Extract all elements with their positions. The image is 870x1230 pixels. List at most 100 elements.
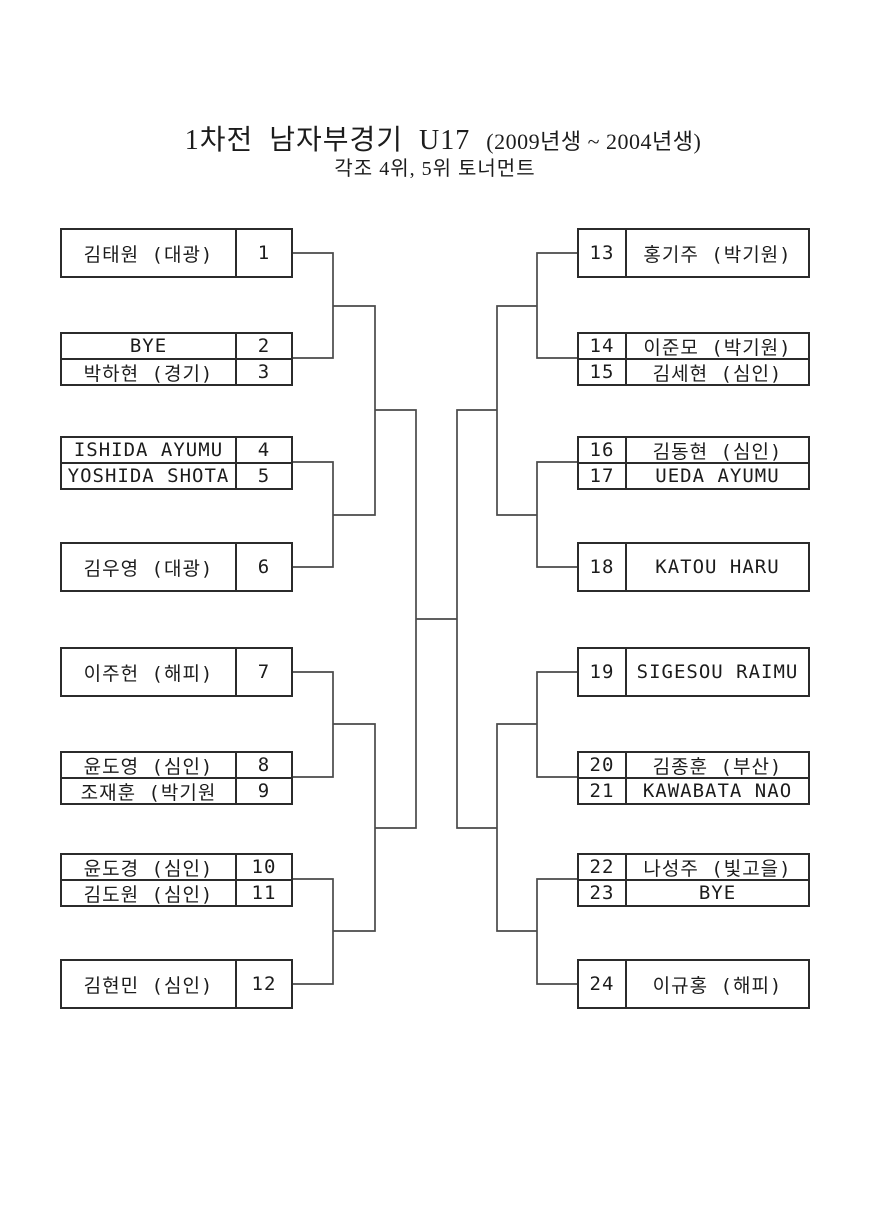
connector-right-semifinal	[456, 409, 497, 829]
seed-number: 9	[235, 779, 291, 803]
player-name: YOSHIDA SHOTA	[67, 465, 230, 487]
seed-number: 10	[235, 855, 291, 879]
bracket-box-seed-24: 24 이규홍 (해피)	[577, 959, 810, 1009]
seed-number: 11	[235, 881, 291, 905]
bracket-entry: 김우영 (대광) 6	[62, 544, 291, 590]
page-title: 1차전 남자부경기 U17 (2009년생 ~ 2004년생)	[0, 100, 870, 176]
connector-left-match-4	[293, 878, 334, 985]
connector-right-quarter-2	[496, 723, 537, 932]
bracket-entry: 22 나성주 (빛고을)	[579, 855, 808, 879]
bracket-entry: 16 김동현 (심인)	[579, 438, 808, 462]
player-name: 김우영 (대광)	[83, 557, 214, 580]
player-name: SIGESOU RAIMU	[636, 661, 799, 683]
connector-right-quarter-1	[496, 305, 537, 516]
connector-right-match-3	[536, 671, 577, 778]
bracket-entry: 20 김종훈 (부산)	[579, 753, 808, 777]
seed-number: 2	[235, 334, 291, 358]
player-name: 김도원 (심인)	[83, 883, 214, 906]
player-name: BYE	[698, 882, 737, 904]
bracket-entry: 13 홍기주 (박기원)	[579, 230, 808, 276]
bracket-box-seeds-16-17: 16 김동현 (심인) 17 UEDA AYUMU	[577, 436, 810, 490]
connector-right-match-4	[536, 878, 577, 985]
bracket-entry: 24 이규홍 (해피)	[579, 961, 808, 1007]
seed-number: 5	[235, 464, 291, 488]
seed-number: 8	[235, 753, 291, 777]
connector-left-match-2	[293, 461, 334, 568]
player-name: 윤도영 (심인)	[83, 755, 214, 778]
player-name: 조재훈 (박기원	[80, 781, 217, 804]
seed-number: 13	[579, 230, 627, 276]
title-birth-range: (2009년생 ~ 2004년생)	[486, 129, 702, 154]
connector-left-quarter-2	[333, 723, 376, 932]
bracket-entry: 박하현 (경기) 3	[62, 358, 291, 384]
player-name: KAWABATA NAO	[642, 780, 793, 802]
player-name: 윤도경 (심인)	[83, 857, 214, 880]
bracket-entry: 14 이준모 (박기원)	[579, 334, 808, 358]
bracket-box-seeds-22-23: 22 나성주 (빛고을) 23 BYE	[577, 853, 810, 907]
bracket-box-seeds-14-15: 14 이준모 (박기원) 15 김세현 (심인)	[577, 332, 810, 386]
bracket-box-seeds-2-3: BYE 2 박하현 (경기) 3	[60, 332, 293, 386]
bracket-entry: 김태원 (대광) 1	[62, 230, 291, 276]
bracket-entry: 21 KAWABATA NAO	[579, 777, 808, 803]
player-name: 김동현 (심인)	[652, 440, 783, 463]
seed-number: 19	[579, 649, 627, 695]
bracket-entry: 김현민 (심인) 12	[62, 961, 291, 1007]
title-main: 1차전 남자부경기 U17	[184, 125, 471, 156]
connector-left-match-1	[293, 252, 334, 359]
seed-number: 15	[579, 360, 627, 384]
seed-number: 20	[579, 753, 627, 777]
bracket-entry: 23 BYE	[579, 879, 808, 905]
seed-number: 3	[235, 360, 291, 384]
player-name: 김종훈 (부산)	[652, 755, 783, 778]
seed-number: 24	[579, 961, 627, 1007]
connector-left-match-3	[293, 671, 334, 778]
player-name: 이규홍 (해피)	[652, 974, 783, 997]
player-name: 이주헌 (해피)	[83, 662, 214, 685]
player-name: 김현민 (심인)	[83, 974, 214, 997]
seed-number: 12	[235, 961, 291, 1007]
player-name: 이준모 (박기원)	[643, 336, 792, 359]
bracket-entry: ISHIDA AYUMU 4	[62, 438, 291, 462]
bracket-box-seed-18: 18 KATOU HARU	[577, 542, 810, 592]
player-name: 홍기주 (박기원)	[643, 243, 792, 266]
bracket-box-seeds-8-9: 윤도영 (심인) 8 조재훈 (박기원 9	[60, 751, 293, 805]
player-name: UEDA AYUMU	[655, 465, 780, 487]
bracket-box-seed-12: 김현민 (심인) 12	[60, 959, 293, 1009]
bracket-entry: 19 SIGESOU RAIMU	[579, 649, 808, 695]
seed-number: 22	[579, 855, 627, 879]
bracket-entry: YOSHIDA SHOTA 5	[62, 462, 291, 488]
connector-left-semifinal	[375, 409, 417, 829]
bracket-entry: 윤도영 (심인) 8	[62, 753, 291, 777]
seed-number: 23	[579, 881, 627, 905]
bracket-entry: 18 KATOU HARU	[579, 544, 808, 590]
seed-number: 17	[579, 464, 627, 488]
connector-right-match-2	[536, 461, 577, 568]
player-name: BYE	[129, 335, 168, 357]
connector-left-quarter-1	[333, 305, 376, 516]
bracket-entry: 15 김세현 (심인)	[579, 358, 808, 384]
seed-number: 6	[235, 544, 291, 590]
seed-number: 1	[235, 230, 291, 276]
bracket-box-seed-7: 이주헌 (해피) 7	[60, 647, 293, 697]
player-name: ISHIDA AYUMU	[73, 439, 224, 461]
seed-number: 7	[235, 649, 291, 695]
seed-number: 16	[579, 438, 627, 462]
player-name: 나성주 (빛고을)	[643, 857, 792, 880]
bracket-entry: 이주헌 (해피) 7	[62, 649, 291, 695]
player-name: 김태원 (대광)	[83, 243, 214, 266]
bracket-box-seed-19: 19 SIGESOU RAIMU	[577, 647, 810, 697]
bracket-entry: 김도원 (심인) 11	[62, 879, 291, 905]
bracket-entry: 조재훈 (박기원 9	[62, 777, 291, 803]
seed-number: 14	[579, 334, 627, 358]
bracket-box-seeds-20-21: 20 김종훈 (부산) 21 KAWABATA NAO	[577, 751, 810, 805]
seed-number: 18	[579, 544, 627, 590]
player-name: 김세현 (심인)	[652, 362, 783, 385]
bracket-entry: BYE 2	[62, 334, 291, 358]
bracket-box-seed-1: 김태원 (대광) 1	[60, 228, 293, 278]
bracket-box-seed-6: 김우영 (대광) 6	[60, 542, 293, 592]
bracket-box-seeds-4-5: ISHIDA AYUMU 4 YOSHIDA SHOTA 5	[60, 436, 293, 490]
player-name: 박하현 (경기)	[83, 362, 214, 385]
player-name: KATOU HARU	[655, 556, 780, 578]
